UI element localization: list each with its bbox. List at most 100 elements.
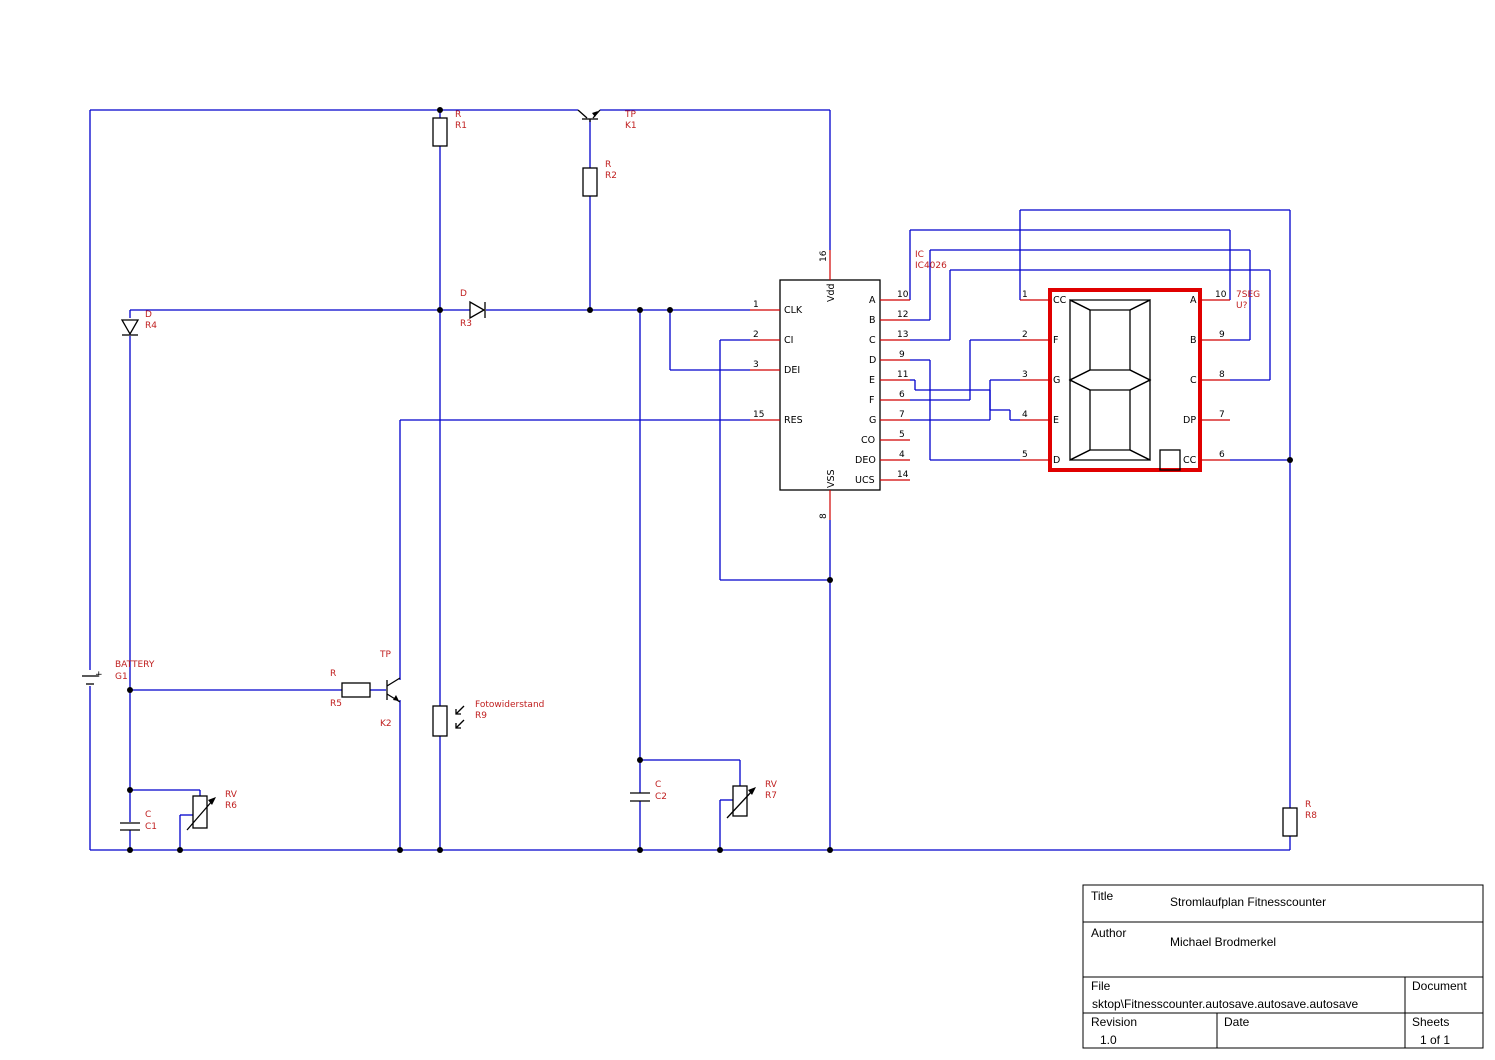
wires (89, 109, 1291, 851)
r2-ref-label: R2 (605, 171, 617, 181)
g1-ref-label: G1 (115, 672, 128, 682)
ic-pin-name: G (869, 415, 876, 426)
c1-ref-label: C1 (145, 822, 157, 832)
ic-pin-name: CI (784, 335, 793, 346)
ic-pin-number: 5 (899, 430, 905, 440)
seg-pin-name: CC (1183, 455, 1197, 466)
ic-pin-number: 13 (897, 330, 908, 340)
r1-ref-label: R1 (455, 121, 467, 131)
battery-plus-sign: + (95, 670, 103, 680)
k2-ref-label: K2 (380, 719, 392, 729)
ic-ref-label: IC4026 (915, 261, 947, 271)
ic-pin-number: 7 (899, 410, 905, 420)
r1-type-label: R (455, 110, 461, 120)
sheets-value: 1 of 1 (1420, 1033, 1450, 1047)
file-value: sktop\Fitnesscounter.autosave.autosave.a… (1092, 997, 1358, 1011)
ic-pin-vss-name: VSS (826, 469, 837, 488)
ic-pin-number: 10 (897, 290, 909, 300)
r9-ref-label: R9 (475, 711, 487, 721)
ic-pin-vdd-number: 16 (819, 250, 829, 262)
seg-type-label: 7SEG (1236, 290, 1260, 300)
resistor-r2[interactable]: R R2 (582, 160, 617, 197)
transistor-k1[interactable]: TP K1 (577, 109, 637, 131)
title-label: Title (1091, 889, 1114, 903)
resistor-r1[interactable]: R R1 (432, 110, 467, 147)
r8-ref-label: R8 (1305, 811, 1317, 821)
ic-pin-number: 15 (753, 410, 764, 420)
capacitor-c2[interactable]: C C2 (630, 780, 667, 802)
resistor-r8[interactable]: R R8 (1282, 800, 1317, 837)
ic-pin-number: 1 (753, 300, 759, 310)
date-label: Date (1224, 1015, 1250, 1029)
r9-type-label: Fotowiderstand (475, 700, 544, 710)
ic-pin-name: C (869, 335, 876, 346)
r3-ref-label: R3 (460, 319, 472, 329)
ic-pin-number: 6 (899, 390, 905, 400)
r4-type-label: D (145, 310, 152, 320)
author-value: Michael Brodmerkel (1170, 935, 1276, 949)
potentiometer-r7[interactable]: RV R7 (726, 780, 778, 819)
ic-pin-number: 4 (899, 450, 905, 460)
capacitor-c1[interactable]: C C1 (120, 810, 157, 832)
r2-type-label: R (605, 160, 611, 170)
potentiometer-r6[interactable]: RV R6 (186, 790, 238, 831)
r6-type-label: RV (225, 790, 238, 800)
resistor-r5[interactable]: R R5 (330, 669, 371, 709)
seg-pin-number: 2 (1022, 330, 1028, 340)
battery-g1[interactable]: + BATTERY G1 (82, 660, 155, 685)
seg-pin-name: F (1053, 335, 1058, 346)
c2-type-label: C (655, 780, 661, 790)
seg-pin-number: 7 (1219, 410, 1225, 420)
k1-ref-label: K1 (625, 121, 637, 131)
ic-4026[interactable]: IC IC4026 16 Vdd 8 VSS 1 CLK 2 CI 3 DEI … (750, 250, 947, 520)
r3-type-label: D (460, 289, 467, 299)
seg-pin-name: DP (1183, 415, 1196, 426)
r7-type-label: RV (765, 780, 778, 790)
ic-pin-name: DEI (784, 365, 800, 376)
ic-pin-name: DEO (855, 455, 876, 466)
seg-pin-number: 5 (1022, 450, 1028, 460)
seg-pin-number: 6 (1219, 450, 1225, 460)
diode-r4[interactable]: D R4 (120, 310, 157, 336)
seven-segment-display[interactable]: 7SEG U? 1 CC 2 F 3 G 4 E 5 D 10 A 9 B 8 … (1020, 288, 1260, 472)
k2-type-label: TP (379, 650, 391, 660)
ic-pin-number: 11 (897, 370, 908, 380)
seg-pin-number: 4 (1022, 410, 1028, 420)
ic-pin-vdd-name: Vdd (826, 283, 837, 302)
r8-type-label: R (1305, 800, 1311, 810)
junction-dots (127, 107, 1293, 853)
ic-pin-name: UCS (855, 475, 875, 486)
seg-pin-name: CC (1053, 295, 1067, 306)
seven-seg-highlight (1048, 288, 1202, 472)
seg-pin-name: E (1053, 415, 1059, 426)
decimal-point-box (1159, 449, 1181, 471)
ic-pin-vss-number: 8 (819, 513, 829, 519)
c2-ref-label: C2 (655, 792, 667, 802)
ic-pin-name: CO (861, 435, 875, 446)
r7-ref-label: R7 (765, 791, 777, 801)
diode-r3[interactable]: D R3 (460, 289, 486, 329)
k1-type-label: TP (624, 110, 636, 120)
ic-pin-number: 14 (897, 470, 909, 480)
ic-pin-number: 9 (899, 350, 905, 360)
seg-pin-name: B (1190, 335, 1197, 346)
ic-pin-name: CLK (784, 305, 803, 316)
seg-pin-number: 1 (1022, 290, 1028, 300)
ic-pin-name: E (869, 375, 875, 386)
ic-pin-name: F (869, 395, 874, 406)
r4-ref-label: R4 (145, 321, 157, 331)
r5-type-label: R (330, 669, 336, 679)
photoresistor-r9[interactable]: Fotowiderstand R9 (432, 700, 544, 737)
title-block: Title Stromlaufplan Fitnesscounter Autho… (1082, 884, 1484, 1049)
ic-pin-number: 12 (897, 310, 908, 320)
ic-type-label: IC (915, 250, 924, 260)
g1-type-label: BATTERY (115, 660, 155, 670)
transistor-k2[interactable]: TP K2 (379, 650, 401, 729)
ic-pin-name: RES (784, 415, 803, 426)
ic-pin-name: B (869, 315, 876, 326)
ic-pin-number: 3 (753, 360, 759, 370)
title-value: Stromlaufplan Fitnesscounter (1170, 895, 1326, 909)
c1-type-label: C (145, 810, 151, 820)
sheets-label: Sheets (1412, 1015, 1449, 1029)
